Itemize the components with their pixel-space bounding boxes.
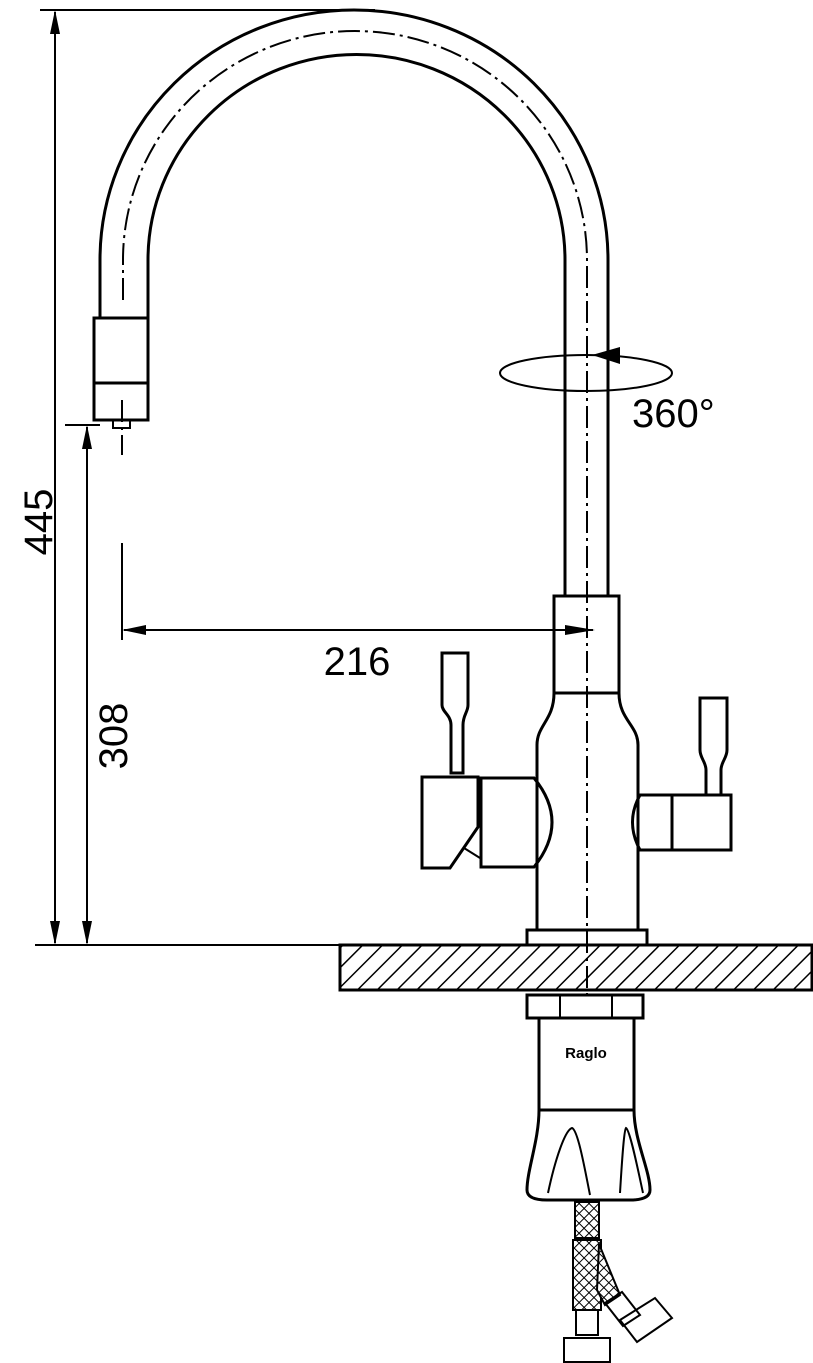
supply-hoses	[563, 1201, 674, 1363]
dimension-445: 445	[17, 9, 375, 946]
faucet-body	[525, 594, 649, 947]
dimension-308: 308	[65, 424, 136, 945]
dimension-216: 216	[121, 543, 595, 684]
spray-head	[92, 316, 150, 429]
svg-text:308: 308	[92, 703, 136, 770]
svg-text:360°: 360°	[632, 392, 715, 436]
svg-text:445: 445	[17, 489, 61, 556]
left-handle	[420, 651, 554, 870]
mounting-body: Raglo	[525, 1016, 652, 1202]
rotation-arrow-icon	[592, 347, 620, 364]
mounting-nut	[525, 993, 645, 1020]
countertop	[338, 943, 813, 992]
svg-text:216: 216	[324, 640, 391, 684]
brand-logo: Raglo	[565, 1045, 607, 1062]
spout	[98, 8, 610, 1000]
right-handle	[631, 696, 733, 852]
rotation-indicator: 360°	[499, 347, 715, 436]
